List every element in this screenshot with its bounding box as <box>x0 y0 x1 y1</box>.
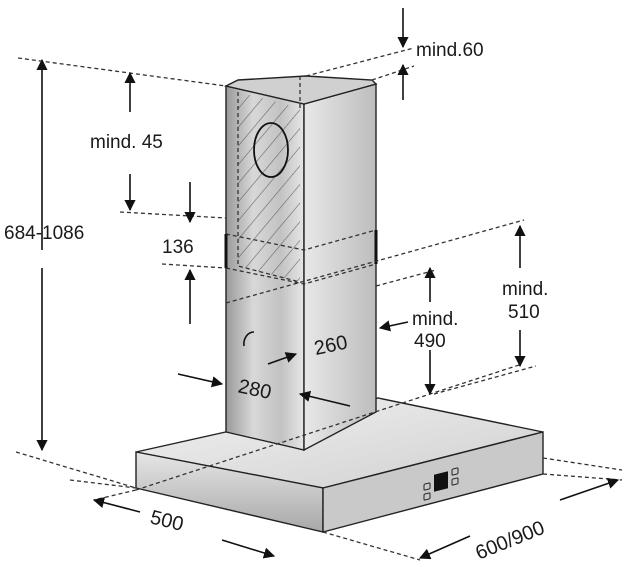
button-icon <box>423 492 431 501</box>
reference-lines <box>15 47 623 561</box>
label-hood-width: 600/900 <box>473 517 548 564</box>
label-total-height: 684-1086 <box>4 223 84 244</box>
label-min-510-line2: 510 <box>508 302 540 323</box>
arrow-hood-width <box>559 477 620 501</box>
inner-duct-hatch <box>238 92 300 282</box>
display-icon <box>434 471 448 492</box>
label-overlap: 136 <box>162 237 194 258</box>
label-hood-depth: 500 <box>148 506 186 535</box>
arrow-chimney-depth <box>378 320 409 332</box>
overlap-band-bottom <box>225 263 377 285</box>
button-icon <box>451 467 459 476</box>
button-icon <box>451 477 459 486</box>
label-upper-min: mind. 45 <box>90 132 163 153</box>
overlap-band-top <box>225 229 377 251</box>
button-icon <box>423 482 431 491</box>
arrow-hood-depth <box>221 539 276 559</box>
label-top-clearance: mind.60 <box>416 40 484 61</box>
duct-hole-icon <box>253 122 289 178</box>
label-min-490-line1: mind. <box>412 309 458 330</box>
bracket-icon <box>243 331 255 347</box>
arrow-hood-width <box>418 535 471 560</box>
hood-canopy <box>135 397 544 533</box>
label-min-490-line2: 490 <box>414 331 446 352</box>
arrow-chimney-width <box>177 373 224 388</box>
arrow-chimney-width <box>298 390 351 407</box>
dimension-arrows <box>36 8 620 560</box>
control-panel <box>423 467 459 501</box>
arrow-chimney-depth <box>267 352 298 365</box>
label-min-510-line1: mind. <box>502 279 548 300</box>
arrow-hood-depth <box>92 497 141 513</box>
inner-duct-outline <box>237 92 301 283</box>
chimney <box>223 75 378 452</box>
dimension-labels: mind.60 684-1086 mind. 45 136 260 280 mi… <box>4 40 548 564</box>
